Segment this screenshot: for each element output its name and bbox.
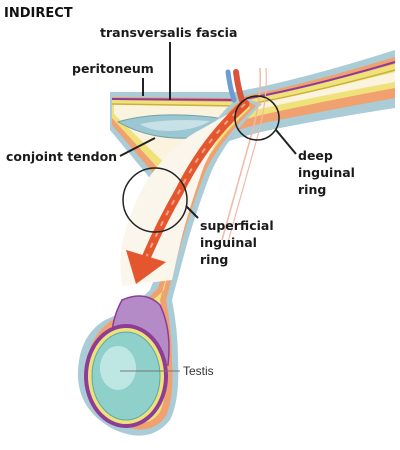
vessel-blue [225,69,237,103]
superficial-ring-label-3: ring [200,252,228,267]
testis-group: Testis [84,295,214,428]
diagram-title: INDIRECT [4,6,73,21]
deep-ring-label-3: ring [298,182,326,197]
vas-deferens [221,67,262,241]
testis-highlight [100,346,136,390]
hernia-arrow-shaft-highlight [145,103,246,259]
deep-ring-label-1: deep [298,148,333,163]
hernia-arrow [126,99,250,284]
vessel-red [233,69,245,103]
vas-deferens-2 [227,67,267,243]
superficial-ring-label-1: superficial [200,218,274,233]
conjoint-tendon-label: conjoint tendon [6,149,117,164]
deep-ring-leader [275,129,297,155]
conjoint-tendon-inner [140,120,210,131]
deep-ring-circle [234,95,280,141]
deep-ring-label-2: inguinal [298,165,355,180]
leader-lines [119,42,297,219]
peritoneum-label: peritoneum [72,61,154,76]
hernia-arrow-head [126,250,166,284]
superficial-ring-leader [185,205,199,219]
superficial-ring-label-2: inguinal [200,235,257,250]
conjoint-leader [119,137,156,157]
superficial-ring-circle [122,167,188,233]
transversalis-fascia-label: transversalis fascia [100,25,237,40]
testis-label: Testis [183,364,214,378]
vessels [221,67,267,243]
